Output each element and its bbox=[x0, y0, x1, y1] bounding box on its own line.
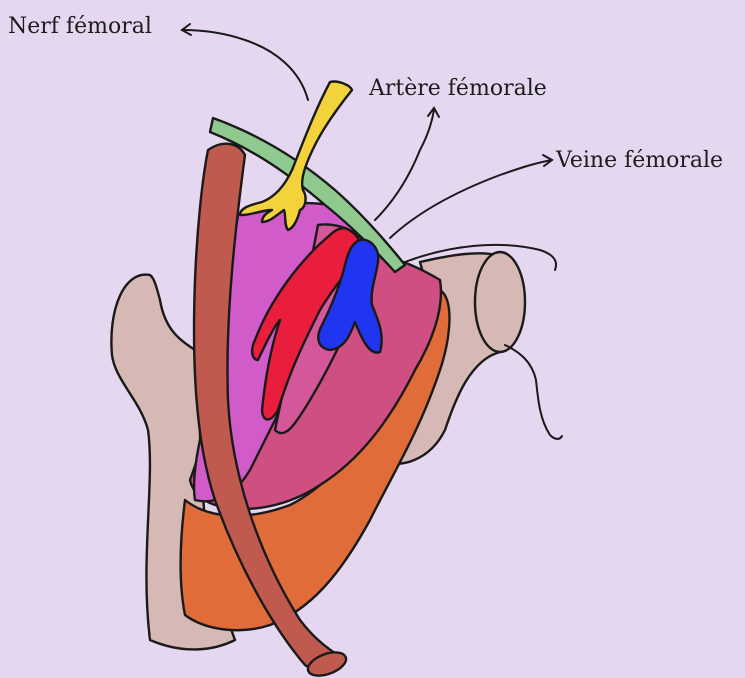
vein-leader-line bbox=[390, 160, 552, 238]
artery-leader-line bbox=[375, 110, 434, 220]
label-femoral-nerve: Nerf fémoral bbox=[8, 14, 152, 39]
nerve-leader-line bbox=[182, 30, 308, 100]
fascia-line-lower bbox=[505, 345, 562, 439]
label-femoral-artery: Artère fémorale bbox=[369, 76, 547, 101]
femoral-head bbox=[475, 252, 525, 352]
label-femoral-vein: Veine fémorale bbox=[556, 148, 723, 173]
